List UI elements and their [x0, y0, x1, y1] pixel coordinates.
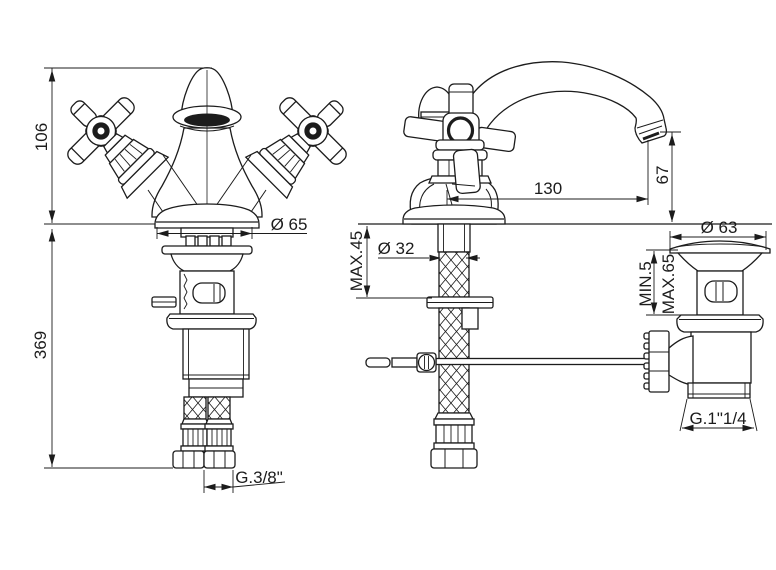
dim-label-max65: MAX.65	[659, 254, 678, 314]
dim-label-dia65: Ø 65	[271, 215, 308, 234]
waste-tailpiece	[687, 382, 751, 399]
pop-up-waste-view	[643, 240, 771, 399]
base-flange	[154, 203, 260, 229]
dimension-annotations	[44, 67, 767, 493]
dim-label-max45: MAX.45	[347, 231, 366, 291]
hose-nut-left	[172, 450, 205, 469]
side-view	[358, 61, 772, 469]
below-deck-side	[426, 223, 494, 469]
hose-nut-side	[430, 448, 478, 469]
waste-top-flange	[669, 240, 771, 254]
dim-label-g38: G.3/8"	[235, 468, 283, 487]
rod-handle-tip	[365, 357, 391, 368]
dimension-labels: 106 369 Ø 65 G.3/8" 130 67 Ø 32 MAX.45 Ø…	[31, 123, 747, 487]
supply-hoses	[172, 396, 236, 469]
tailpiece-front	[182, 328, 250, 380]
overflow-slot	[704, 280, 738, 303]
spout-outlet	[642, 131, 660, 141]
dim-label-dia32: Ø 32	[378, 239, 415, 258]
waste-flange-front	[161, 245, 253, 255]
left-cross-handle	[43, 73, 179, 209]
mounting-shank	[437, 223, 471, 253]
spout-side	[450, 61, 668, 151]
dim-label-g114: G.1"1/4	[689, 409, 746, 428]
dim-label-106: 106	[32, 123, 51, 151]
hose-nut-right	[203, 450, 236, 469]
dim-label-67: 67	[653, 166, 672, 185]
rod-cone-adapter	[668, 335, 694, 386]
waste-lower-flange	[676, 314, 764, 333]
lower-flange-front	[166, 313, 257, 330]
dim-label-dia63: Ø 63	[701, 218, 738, 237]
overflow-slot-front	[192, 282, 226, 304]
dim-label-min5: MIN.5	[636, 261, 655, 306]
right-cross-handle	[235, 73, 371, 209]
base-flange-side	[402, 204, 506, 225]
dim-label-369: 369	[31, 331, 50, 359]
front-view	[43, 67, 371, 469]
faucet-body-side	[402, 139, 506, 225]
below-deck-front	[151, 227, 257, 469]
stud-block	[461, 307, 479, 330]
faucet-body-front	[147, 67, 267, 229]
dim-label-130: 130	[534, 179, 562, 198]
handle-lower-arm	[452, 148, 481, 195]
pop-up-rod	[365, 352, 651, 373]
